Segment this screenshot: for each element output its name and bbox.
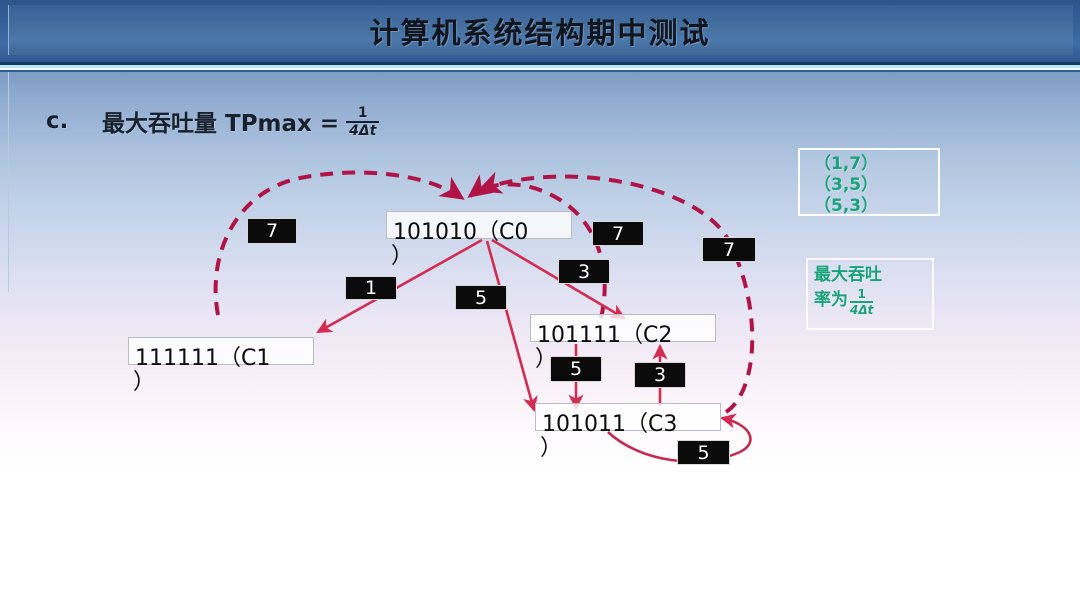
coords-line-1: （1,7） bbox=[814, 154, 879, 174]
throughput-fraction-bar bbox=[850, 301, 874, 303]
tpmax-fraction-bar bbox=[346, 121, 380, 123]
state-label-c2: 101111（C2 bbox=[537, 323, 673, 348]
transition-label-7-left: 7 bbox=[247, 218, 297, 244]
edge-c3-to-c0-dashed bbox=[477, 171, 755, 414]
bullet-text: 最大吞吐量 TPmax = bbox=[102, 111, 340, 137]
throughput-line-2-text: 率为 bbox=[814, 290, 848, 310]
transition-label-1: 1 bbox=[345, 276, 397, 300]
state-tail-c0: ） bbox=[391, 244, 414, 269]
transition-label-5-loop: 5 bbox=[677, 440, 730, 465]
header-inner-panel bbox=[8, 5, 1073, 55]
tpmax-numerator: 1 bbox=[357, 105, 368, 121]
coords-line-3: （5,3） bbox=[814, 196, 879, 216]
header-divider-4 bbox=[0, 70, 1080, 72]
throughput-denominator: 4Δt bbox=[850, 303, 874, 317]
bullet-marker: c. bbox=[46, 108, 69, 134]
state-box-c2: 101111（C2 ） bbox=[530, 314, 716, 372]
transition-label-7-mid: 7 bbox=[592, 221, 644, 246]
state-tail-c1: ） bbox=[133, 370, 156, 395]
state-box-c1: 111111（C1 ） bbox=[128, 337, 314, 395]
slide-header bbox=[0, 0, 1080, 62]
throughput-line-1: 最大吞吐 bbox=[814, 265, 882, 285]
transition-label-5-upper: 5 bbox=[455, 285, 507, 310]
state-label-c1: 111111（C1 bbox=[135, 346, 271, 371]
state-label-c0: 101010（C0 bbox=[393, 220, 529, 245]
edge-c0-to-c3 bbox=[485, 240, 538, 413]
state-box-c3: 101011（C3 ） bbox=[535, 403, 721, 461]
transition-label-7-right: 7 bbox=[702, 237, 756, 262]
coords-note-box: （1,7） （3,5） （5,3） bbox=[798, 148, 940, 216]
state-box-c0: 101010（C0 ） bbox=[386, 211, 572, 269]
bullet-line: c. 最大吞吐量 TPmax = 1 4Δt bbox=[46, 104, 382, 138]
edge-c0-to-c1 bbox=[316, 238, 483, 334]
tpmax-denominator: 4Δt bbox=[349, 123, 377, 139]
slide-footer bbox=[0, 476, 1080, 608]
edge-c3-self-loop bbox=[607, 413, 752, 463]
state-label-c3: 101011（C3 bbox=[542, 412, 678, 437]
transition-label-3-lower: 3 bbox=[634, 362, 686, 388]
edge-c1-to-c0-dashed bbox=[213, 170, 465, 316]
content-left-edge bbox=[8, 72, 9, 292]
coords-line-2: （3,5） bbox=[814, 175, 879, 195]
header-divider-2 bbox=[0, 65, 1080, 68]
throughput-numerator: 1 bbox=[857, 287, 866, 301]
state-tail-c3: ） bbox=[540, 436, 563, 461]
header-divider-3 bbox=[0, 68, 1080, 70]
tpmax-fraction: 1 4Δt bbox=[346, 105, 380, 139]
transition-label-3-upper: 3 bbox=[558, 259, 610, 284]
transition-label-5-mid: 5 bbox=[550, 356, 602, 382]
header-divider-1 bbox=[0, 62, 1080, 65]
page-title: 计算机系统结构期中测试 bbox=[369, 16, 711, 50]
